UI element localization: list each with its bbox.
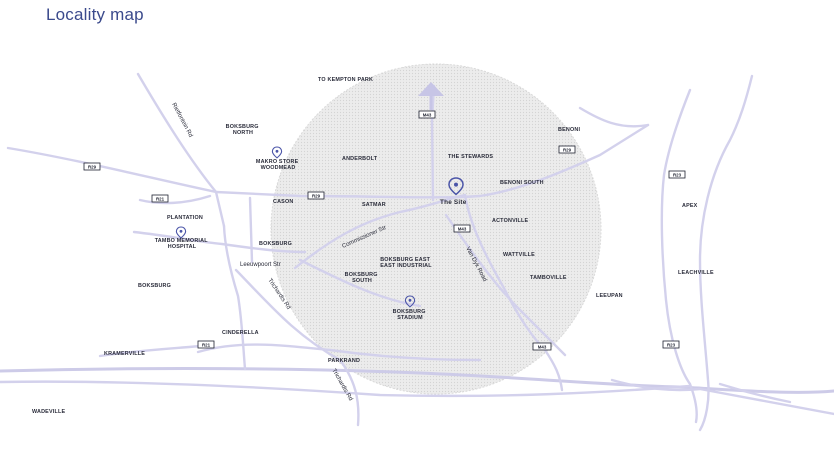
svg-text:R23: R23 — [673, 172, 682, 177]
shield-r21-left: R21 — [151, 194, 169, 203]
place-cinderella: CINDERELLA — [222, 330, 259, 336]
place-labels: BOKSBURG NORTH MAKRO STORE WOODMEAD ANDE… — [32, 124, 714, 415]
place-leeupan: LEEUPAN — [596, 293, 623, 299]
svg-text:R29: R29 — [563, 147, 572, 152]
road-trichardts-south-label: Trichardts Rd — [330, 368, 353, 402]
place-benoni-south: BENONI SOUTH — [500, 180, 544, 186]
makro-pin-icon — [271, 146, 283, 159]
road-network — [0, 72, 834, 432]
place-tambo-hospital: TAMBO MEMORIAL HOSPITAL — [155, 238, 210, 250]
shield-m43-mid: M43 — [453, 224, 471, 233]
place-plantation: PLANTATION — [167, 215, 203, 221]
site-label: The Site — [440, 199, 467, 206]
svg-text:R29: R29 — [88, 164, 97, 169]
direction-label: TO KEMPTON PARK — [318, 77, 373, 83]
page-title: Locality map — [46, 5, 144, 24]
place-wattville: WATTVILLE — [503, 252, 535, 258]
place-apex: APEX — [682, 203, 698, 209]
svg-text:R29: R29 — [312, 193, 321, 198]
place-benoni: BENONI — [558, 127, 580, 133]
shield-r23-top: R23 — [668, 170, 686, 179]
shield-r29-left: R29 — [83, 162, 101, 171]
svg-text:M43: M43 — [458, 226, 467, 231]
place-boksburg-north: BOKSBURG NORTH — [226, 124, 261, 136]
shield-r21-bottom: R21 — [197, 340, 215, 349]
place-makro: MAKRO STORE WOODMEAD — [256, 159, 300, 171]
place-the-stewards: THE STEWARDS — [448, 154, 493, 160]
place-satmar: SATMAR — [362, 202, 386, 208]
site-radius-circle — [270, 63, 602, 395]
place-actonville: ACTONVILLE — [492, 218, 529, 224]
place-boksburg-south: BOKSBURG SOUTH — [345, 272, 380, 284]
shield-r23-bottom: R23 — [662, 340, 680, 349]
direction-arrow-north — [418, 82, 444, 110]
place-boksburg-stadium: BOKSBURG STADIUM — [393, 309, 428, 321]
place-tamboville: TAMBOVILLE — [530, 275, 567, 281]
place-kramerville: KRAMERVILLE — [104, 351, 145, 357]
svg-text:R23: R23 — [667, 342, 676, 347]
shield-m43-bottom: M43 — [532, 342, 552, 351]
location-pin-icon — [448, 177, 464, 196]
shield-r29-right: R29 — [558, 145, 576, 154]
svg-text:R21: R21 — [202, 342, 211, 347]
place-boksburg-east: BOKSBURG EAST EAST INDUSTRIAL — [380, 257, 432, 269]
place-parkrand: PARKRAND — [328, 358, 360, 364]
place-boksburg: BOKSBURG — [259, 241, 292, 247]
svg-text:R21: R21 — [156, 196, 165, 201]
shield-r29-mid: R29 — [307, 191, 325, 200]
place-leachville: LEACHVILLE — [678, 270, 714, 276]
svg-text:M43: M43 — [538, 344, 547, 349]
tambo-hospital-pin-icon — [175, 226, 187, 239]
place-anderbolt: ANDERBOLT — [342, 156, 378, 162]
boksburg-stadium-pin-icon — [404, 295, 416, 308]
place-wadeville: WADEVILLE — [32, 409, 65, 415]
road-leeuwpoort-label: Leeuwpoort Str — [240, 262, 281, 268]
place-boksburg-west: BOKSBURG — [138, 283, 171, 289]
svg-text:M43: M43 — [423, 112, 432, 117]
place-cason: CASON — [273, 199, 293, 205]
shield-m43-top: M43 — [418, 110, 436, 119]
